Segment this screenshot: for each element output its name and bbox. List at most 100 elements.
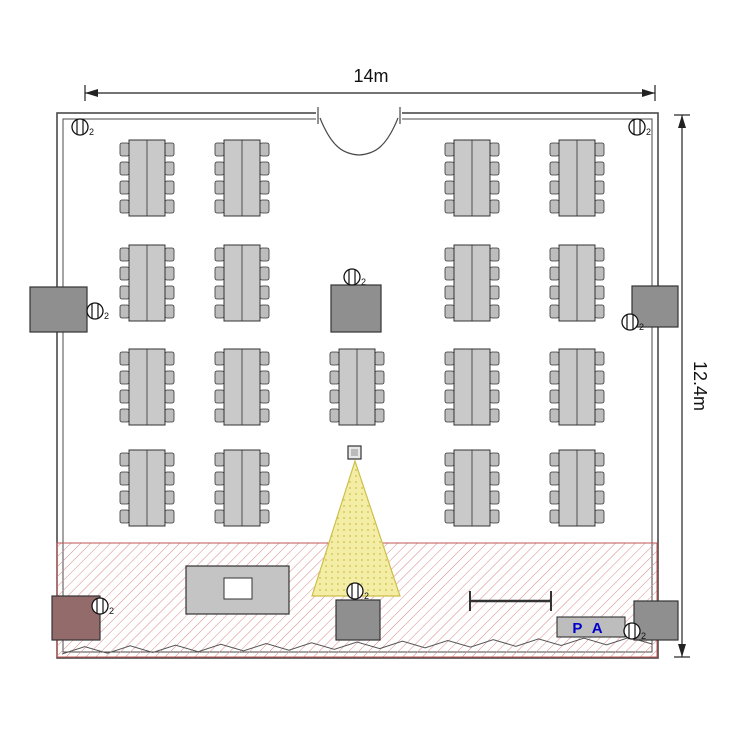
ceiling-light-icon: 2: [343, 268, 366, 287]
table-with-chairs: [444, 348, 500, 426]
speaker-box: [631, 285, 679, 328]
chair: [444, 266, 455, 281]
chair: [489, 351, 500, 366]
chair: [489, 389, 500, 404]
chair: [214, 389, 225, 404]
chair: [164, 199, 175, 214]
chair: [329, 408, 340, 423]
ceiling-light-icon: 2: [346, 582, 369, 601]
arrow-left-icon: [85, 89, 98, 97]
chair: [164, 389, 175, 404]
chair: [594, 180, 605, 195]
chair: [119, 452, 130, 467]
chair: [549, 471, 560, 486]
door-leaf-right: [358, 117, 399, 156]
chair: [119, 266, 130, 281]
chair: [259, 180, 270, 195]
height-dimension-label: 12.4m: [690, 361, 710, 411]
chair: [489, 304, 500, 319]
door-leaf-left: [319, 117, 360, 156]
chair: [444, 389, 455, 404]
table-with-chairs: [119, 449, 175, 527]
chair: [164, 351, 175, 366]
chair: [374, 370, 385, 385]
chair: [119, 161, 130, 176]
table-with-chairs: [444, 449, 500, 527]
table-with-chairs: [119, 244, 175, 322]
chair: [259, 389, 270, 404]
ceiling-light-icon: 2: [71, 118, 94, 137]
chair: [549, 408, 560, 423]
table-with-chairs: [549, 348, 605, 426]
light-count-label: 2: [89, 127, 94, 137]
chair: [549, 142, 560, 157]
dimension-top: 14m: [84, 66, 656, 101]
chair: [214, 370, 225, 385]
chair: [119, 351, 130, 366]
table-with-chairs: [214, 449, 270, 527]
chair: [489, 266, 500, 281]
chair: [164, 180, 175, 195]
speaker-box: [29, 286, 88, 333]
chair: [164, 247, 175, 262]
ceiling-light-icon: 2: [86, 302, 109, 321]
chair: [259, 509, 270, 524]
table-with-chairs: [119, 139, 175, 217]
table-with-chairs: [214, 139, 270, 217]
chair: [594, 408, 605, 423]
chair: [489, 370, 500, 385]
podium-table: [185, 565, 290, 615]
chair: [119, 247, 130, 262]
table-with-chairs: [549, 139, 605, 217]
chair: [489, 142, 500, 157]
table-with-chairs: [549, 244, 605, 322]
table-with-chairs: [444, 139, 500, 217]
chair: [214, 199, 225, 214]
light-count-label: 2: [361, 277, 366, 287]
table-with-chairs: [444, 244, 500, 322]
chair: [259, 247, 270, 262]
podium-equipment: [223, 577, 253, 600]
chair: [594, 247, 605, 262]
chair: [549, 389, 560, 404]
chair: [594, 266, 605, 281]
chair: [214, 471, 225, 486]
chair: [329, 370, 340, 385]
chair: [444, 408, 455, 423]
chair: [444, 247, 455, 262]
chair: [119, 142, 130, 157]
chair: [119, 180, 130, 195]
chair: [374, 351, 385, 366]
chair: [444, 180, 455, 195]
trestle-beam: [469, 591, 552, 611]
chair: [164, 490, 175, 505]
chair: [259, 490, 270, 505]
chair: [594, 142, 605, 157]
chair: [119, 408, 130, 423]
chair: [549, 351, 560, 366]
door: [316, 106, 402, 156]
ceiling-light-icon: 2: [623, 622, 646, 641]
speaker-box: [335, 599, 381, 641]
chair: [489, 490, 500, 505]
chair: [489, 247, 500, 262]
curtain-zigzag-layer: [61, 636, 653, 655]
chair: [594, 351, 605, 366]
chair: [214, 351, 225, 366]
chair: [489, 471, 500, 486]
light-count-label: 2: [639, 322, 644, 332]
chair: [549, 304, 560, 319]
curtain-zigzag: [61, 636, 653, 655]
chair: [259, 161, 270, 176]
chair: [119, 490, 130, 505]
light-count-label: 2: [109, 606, 114, 616]
chair: [259, 408, 270, 423]
chair: [119, 509, 130, 524]
chair: [444, 490, 455, 505]
chair: [489, 199, 500, 214]
chair: [549, 180, 560, 195]
chair: [594, 161, 605, 176]
chair: [164, 509, 175, 524]
